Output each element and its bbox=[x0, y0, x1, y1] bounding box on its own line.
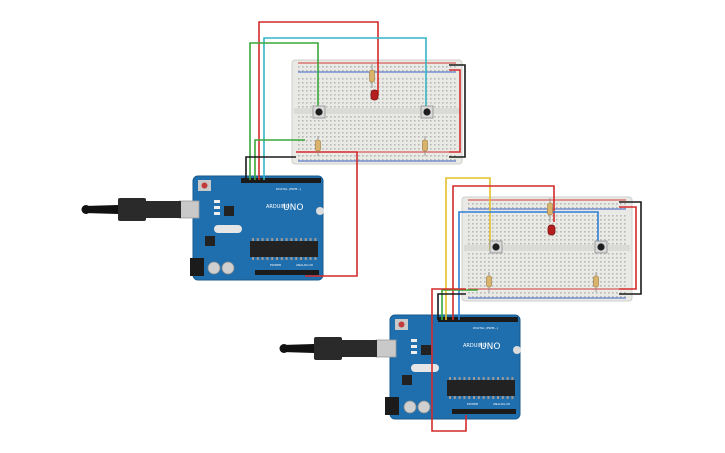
wire-black-1a[interactable] bbox=[449, 64, 466, 158]
resistor-icon bbox=[486, 275, 492, 288]
led-indicator bbox=[214, 200, 220, 203]
usb-cable-icon bbox=[81, 198, 200, 221]
mount-hole bbox=[316, 207, 324, 215]
wire-red-1c[interactable] bbox=[296, 151, 358, 277]
capacitor-2 bbox=[221, 261, 235, 275]
uno-label: UNO bbox=[283, 203, 303, 213]
analog-label: ANALOG IN bbox=[296, 263, 313, 267]
power-label: POWER bbox=[270, 263, 281, 267]
wire-red-1b[interactable] bbox=[449, 69, 461, 153]
pushbutton-icon bbox=[315, 108, 323, 116]
resistor-2c[interactable] bbox=[593, 272, 599, 292]
resistor-2b[interactable] bbox=[486, 272, 492, 292]
wire-yellow-2[interactable] bbox=[445, 177, 491, 320]
resistor-1b[interactable] bbox=[315, 136, 321, 156]
capacitor-2 bbox=[417, 400, 431, 414]
pushbutton-1a[interactable] bbox=[312, 105, 326, 119]
wire-black-2a[interactable] bbox=[619, 201, 642, 295]
wire-green-1[interactable] bbox=[249, 42, 319, 180]
resistor-1c[interactable] bbox=[422, 136, 428, 156]
led-2[interactable] bbox=[547, 224, 556, 236]
reset-cap bbox=[398, 321, 405, 328]
pushbutton-icon bbox=[492, 243, 500, 251]
wire-cyan-1[interactable] bbox=[263, 37, 427, 180]
wire-blue-2[interactable] bbox=[458, 211, 599, 320]
resistor-icon bbox=[315, 139, 321, 152]
resistor-1a[interactable] bbox=[369, 64, 375, 88]
wire-black-1b[interactable] bbox=[245, 156, 296, 180]
wire-red-2a[interactable] bbox=[452, 185, 555, 320]
power-analog-header bbox=[255, 270, 319, 275]
usb-chip bbox=[421, 345, 431, 355]
power-jack bbox=[190, 258, 204, 276]
crystal bbox=[411, 364, 439, 372]
pushbutton-1b[interactable] bbox=[420, 105, 434, 119]
pushbutton-2b[interactable] bbox=[594, 240, 608, 254]
arduino-uno-1[interactable]: ARDUINO UNO DIGITAL (PWM~) POWER ANALOG … bbox=[190, 175, 324, 281]
wire-black-2b[interactable] bbox=[437, 293, 466, 320]
power-jack bbox=[385, 397, 399, 415]
led-1[interactable] bbox=[370, 89, 379, 101]
power-analog-header bbox=[452, 409, 516, 414]
wire-red-2c[interactable] bbox=[431, 288, 467, 432]
wire-green-2[interactable] bbox=[441, 289, 478, 320]
pushbutton-icon bbox=[423, 108, 431, 116]
digital-label: DIGITAL (PWM~) bbox=[276, 187, 301, 191]
regulator bbox=[205, 236, 215, 246]
pushbutton-2a[interactable] bbox=[489, 240, 503, 254]
brand-label: ARDUINO bbox=[266, 204, 290, 210]
brand-label: ARDUINO bbox=[463, 343, 487, 349]
led-indicator bbox=[411, 351, 417, 354]
crystal bbox=[214, 225, 242, 233]
capacitor-1 bbox=[403, 400, 417, 414]
circuit-1: ARDUINO UNO DIGITAL (PWM~) POWER ANALOG … bbox=[81, 21, 466, 281]
power-label: POWER bbox=[467, 402, 478, 406]
capacitor-1 bbox=[207, 261, 221, 275]
led-indicator bbox=[411, 345, 417, 348]
digital-label: DIGITAL (PWM~) bbox=[473, 326, 498, 330]
atmega-chip bbox=[447, 380, 515, 396]
analog-label: ANALOG IN bbox=[493, 402, 510, 406]
led-indicator bbox=[214, 212, 220, 215]
arduino-uno-2[interactable]: ARDUINO UNO DIGITAL (PWM~) POWER ANALOG … bbox=[385, 314, 521, 420]
uno-label: UNO bbox=[480, 342, 500, 352]
wire-red-2b[interactable] bbox=[619, 206, 637, 290]
pushbutton-icon bbox=[597, 243, 605, 251]
led-indicator bbox=[411, 339, 417, 342]
led-icon bbox=[547, 224, 556, 236]
atmega-chip bbox=[250, 241, 318, 257]
led-indicator bbox=[214, 206, 220, 209]
regulator bbox=[402, 375, 412, 385]
resistor-icon bbox=[547, 202, 553, 216]
wire-green-1b[interactable] bbox=[254, 139, 305, 180]
circuit-2: ARDUINO UNO DIGITAL (PWM~) POWER ANALOG … bbox=[279, 177, 642, 432]
resistor-2a[interactable] bbox=[547, 198, 553, 222]
breadboard-2[interactable] bbox=[461, 196, 633, 302]
wire-red-1a[interactable] bbox=[258, 21, 379, 180]
digital-header bbox=[438, 317, 518, 322]
resistor-icon bbox=[593, 275, 599, 288]
resistor-icon bbox=[369, 69, 375, 83]
usb-cable-icon bbox=[279, 337, 397, 360]
mount-hole bbox=[513, 346, 521, 354]
led-icon bbox=[370, 89, 379, 101]
reset-cap bbox=[201, 182, 208, 189]
digital-header bbox=[241, 178, 321, 183]
resistor-icon bbox=[422, 139, 428, 152]
usb-chip bbox=[224, 206, 234, 216]
